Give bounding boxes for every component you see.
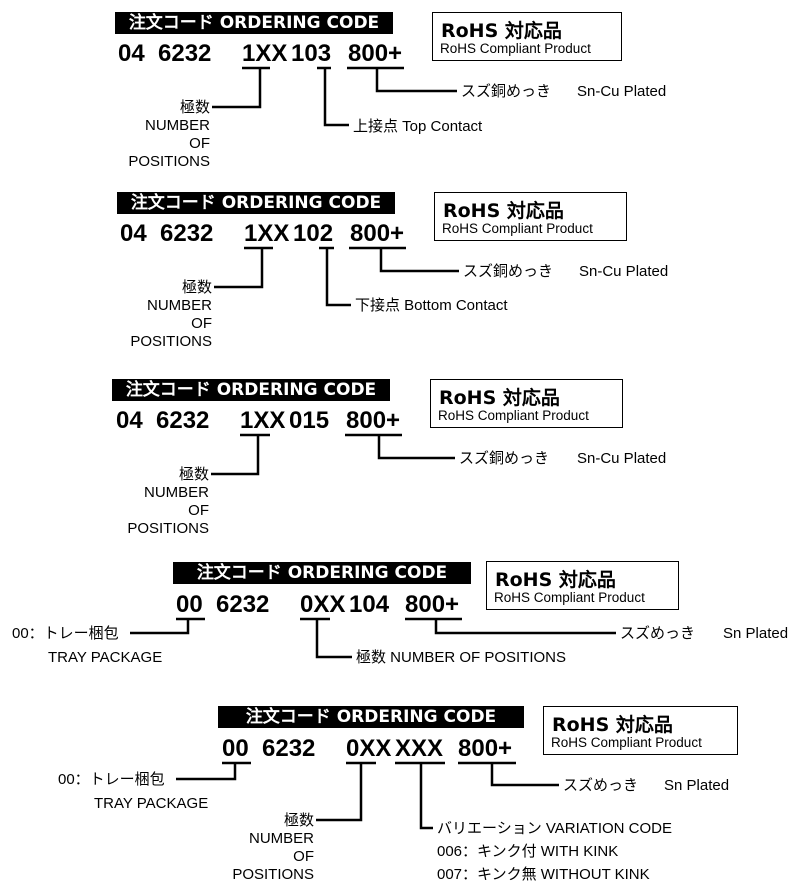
leader-contact	[323, 68, 349, 127]
positions-label-ja: 極数	[178, 466, 209, 483]
plating-label-ja: スズ銅めっき	[461, 83, 552, 100]
leader-positions	[211, 435, 260, 476]
code-segment-plating: 800+	[348, 40, 403, 67]
rohs-title: RoHS 対応品	[552, 714, 673, 736]
rohs-subtitle: RoHS Compliant Product	[438, 408, 589, 423]
positions-label-number: NUMBER	[144, 117, 210, 134]
code-segment-series: 04	[120, 220, 147, 247]
leader-positions	[212, 68, 262, 109]
code-segment-variant: 104	[349, 591, 390, 618]
leader-plating	[490, 763, 559, 787]
tray-package-label-ja: 00：トレー梱包	[58, 771, 165, 788]
leader-variation	[419, 763, 433, 830]
positions-label-ja: 極数	[283, 812, 314, 829]
code-segment-plating: 800+	[346, 407, 401, 434]
code-segment-series: 04	[118, 40, 145, 67]
ordering-code-banner: 注文コード ORDERING CODE	[112, 379, 390, 401]
code-segment-contact: 102	[293, 220, 334, 247]
rohs-badge: RoHS 対応品 RoHS Compliant Product	[486, 561, 679, 610]
tray-package-label-en: TRAY PACKAGE	[94, 795, 209, 812]
rohs-title: RoHS 対応品	[495, 569, 616, 591]
code-segment-variation: XXX	[395, 735, 444, 762]
leader-packaging	[176, 763, 237, 781]
plating-label-en: Sn Plated	[723, 625, 789, 642]
leader-positions	[315, 619, 352, 659]
rohs-subtitle: RoHS Compliant Product	[442, 221, 593, 236]
code-segment-contact: 103	[291, 40, 332, 67]
rohs-badge: RoHS 対応品 RoHS Compliant Product	[434, 192, 627, 241]
positions-label-of: OF	[191, 315, 212, 332]
rohs-title: RoHS 対応品	[443, 200, 564, 222]
plating-label-en: Sn Plated	[664, 777, 730, 794]
plating-label-en: Sn-Cu Plated	[579, 263, 669, 280]
ordering-code-banner: 注文コード ORDERING CODE	[117, 192, 395, 214]
code-segment-positions: 1XX	[242, 40, 288, 67]
rohs-subtitle: RoHS Compliant Product	[440, 41, 591, 56]
code-segment-positions: 0XX	[346, 735, 392, 762]
code-segment-plating: 800+	[405, 591, 460, 618]
tray-package-label-en: TRAY PACKAGE	[48, 649, 163, 666]
plating-label-ja: スズ銅めっき	[459, 450, 550, 467]
code-segment-family: 6232	[158, 40, 212, 67]
leader-plating	[434, 619, 616, 635]
positions-label-positions: POSITIONS	[232, 866, 314, 883]
rohs-title: RoHS 対応品	[439, 387, 560, 409]
plating-label-ja: スズめっき	[563, 777, 639, 794]
code-segment-packaging: 00	[176, 591, 203, 618]
positions-label-number: NUMBER	[143, 484, 209, 501]
code-segment-positions: 1XX	[244, 220, 290, 247]
rohs-subtitle: RoHS Compliant Product	[551, 735, 702, 750]
code-segment-contact: 015	[289, 407, 330, 434]
rohs-title: RoHS 対応品	[441, 20, 562, 42]
plating-label-ja: スズめっき	[620, 625, 696, 642]
leader-plating	[379, 248, 459, 273]
leader-packaging	[130, 619, 190, 635]
contact-label: 上接点 Top Contact	[353, 118, 483, 135]
plating-label-en: Sn-Cu Plated	[577, 83, 667, 100]
variation-006-label: 006：キンク付 WITH KINK	[437, 843, 619, 860]
code-segment-positions: 1XX	[240, 407, 286, 434]
variation-code-label: バリエーション VARIATION CODE	[437, 820, 672, 837]
code-segment-plating: 800+	[350, 220, 405, 247]
leader-positions	[316, 763, 363, 822]
positions-label-number: NUMBER	[146, 297, 212, 314]
code-segment-family: 6232	[156, 407, 210, 434]
code-segment-family: 6232	[216, 591, 270, 618]
code-segment-positions: 0XX	[300, 591, 346, 618]
code-segment-series: 04	[116, 407, 143, 434]
positions-label-of: OF	[189, 135, 210, 152]
rohs-badge: RoHS 対応品 RoHS Compliant Product	[543, 706, 738, 755]
leader-plating	[377, 435, 455, 460]
code-segment-family: 6232	[160, 220, 214, 247]
leader-plating	[375, 68, 457, 93]
code-segment-family: 6232	[262, 735, 316, 762]
positions-label-ja: 極数	[179, 99, 210, 116]
plating-label-ja: スズ銅めっき	[463, 263, 554, 280]
positions-label-ja: 極数	[181, 279, 212, 296]
leader-positions	[214, 248, 264, 289]
positions-label-number: NUMBER	[248, 830, 314, 847]
rohs-subtitle: RoHS Compliant Product	[494, 590, 645, 605]
tray-package-label-ja: 00：トレー梱包	[12, 625, 119, 642]
plating-label-en: Sn-Cu Plated	[577, 450, 667, 467]
code-segment-plating: 800+	[458, 735, 513, 762]
positions-label-positions: POSITIONS	[127, 520, 209, 537]
leader-contact	[325, 248, 351, 307]
ordering-code-banner: 注文コード ORDERING CODE	[218, 706, 524, 728]
ordering-code-banner: 注文コード ORDERING CODE	[173, 562, 471, 584]
code-segment-packaging: 00	[222, 735, 249, 762]
positions-label-positions: POSITIONS	[130, 333, 212, 350]
positions-label: 極数 NUMBER OF POSITIONS	[356, 649, 567, 666]
contact-label: 下接点 Bottom Contact	[355, 297, 508, 314]
positions-label-positions: POSITIONS	[128, 153, 210, 170]
rohs-badge: RoHS 対応品 RoHS Compliant Product	[430, 379, 623, 428]
rohs-badge: RoHS 対応品 RoHS Compliant Product	[432, 12, 622, 61]
ordering-code-banner: 注文コード ORDERING CODE	[115, 12, 393, 34]
variation-007-label: 007：キンク無 WITHOUT KINK	[437, 866, 650, 883]
positions-label-of: OF	[293, 848, 314, 865]
positions-label-of: OF	[188, 502, 209, 519]
